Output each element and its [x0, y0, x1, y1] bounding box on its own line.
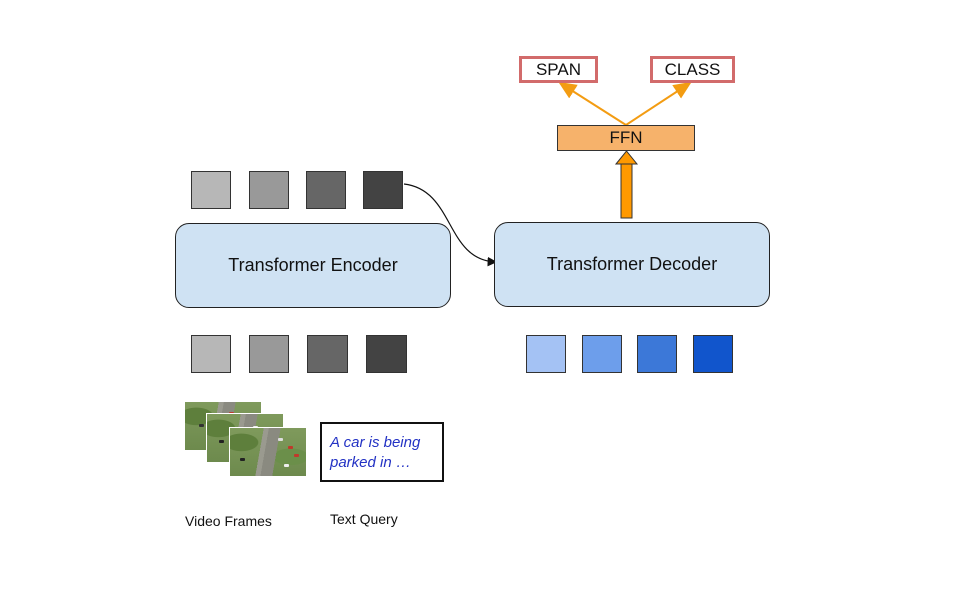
encoder-output-token	[191, 171, 231, 209]
text-query-caption: Text Query	[330, 511, 398, 527]
encoder-input-token	[191, 335, 231, 373]
decoder-query-token	[693, 335, 733, 373]
ffn-to-span-arrow	[558, 81, 627, 126]
decoder-label: Transformer Decoder	[546, 254, 718, 274]
class-label: CLASS	[664, 59, 721, 79]
transformer-encoder: Transformer Encoder	[175, 223, 451, 308]
ffn-to-class-arrow	[625, 81, 692, 126]
decoder-query-token	[582, 335, 622, 373]
encoder-output-token	[363, 171, 403, 209]
span-label: SPAN	[535, 59, 582, 79]
encoder-input-token	[249, 335, 289, 373]
transformer-decoder: Transformer Decoder	[494, 222, 770, 307]
ffn-box: FFN	[557, 125, 695, 151]
text-query-content: A car is being parked in …	[330, 434, 421, 471]
span-output-box: SPAN	[519, 56, 598, 83]
decoder-to-ffn-arrow	[614, 150, 639, 219]
encoder-output-token	[306, 171, 346, 209]
encoder-input-token	[366, 335, 407, 373]
decoder-query-token	[637, 335, 677, 373]
encoder-output-token	[249, 171, 289, 209]
encoder-input-token	[307, 335, 348, 373]
video-frame-thumbnail	[229, 427, 307, 477]
class-output-box: CLASS	[650, 56, 735, 83]
encoder-to-decoder-arrow	[403, 183, 498, 267]
decoder-query-token	[526, 335, 566, 373]
text-query-box: A car is being parked in …	[320, 422, 444, 482]
encoder-label: Transformer Encoder	[228, 255, 398, 275]
video-frames-caption: Video Frames	[185, 513, 272, 529]
ffn-label: FFN	[609, 128, 643, 147]
